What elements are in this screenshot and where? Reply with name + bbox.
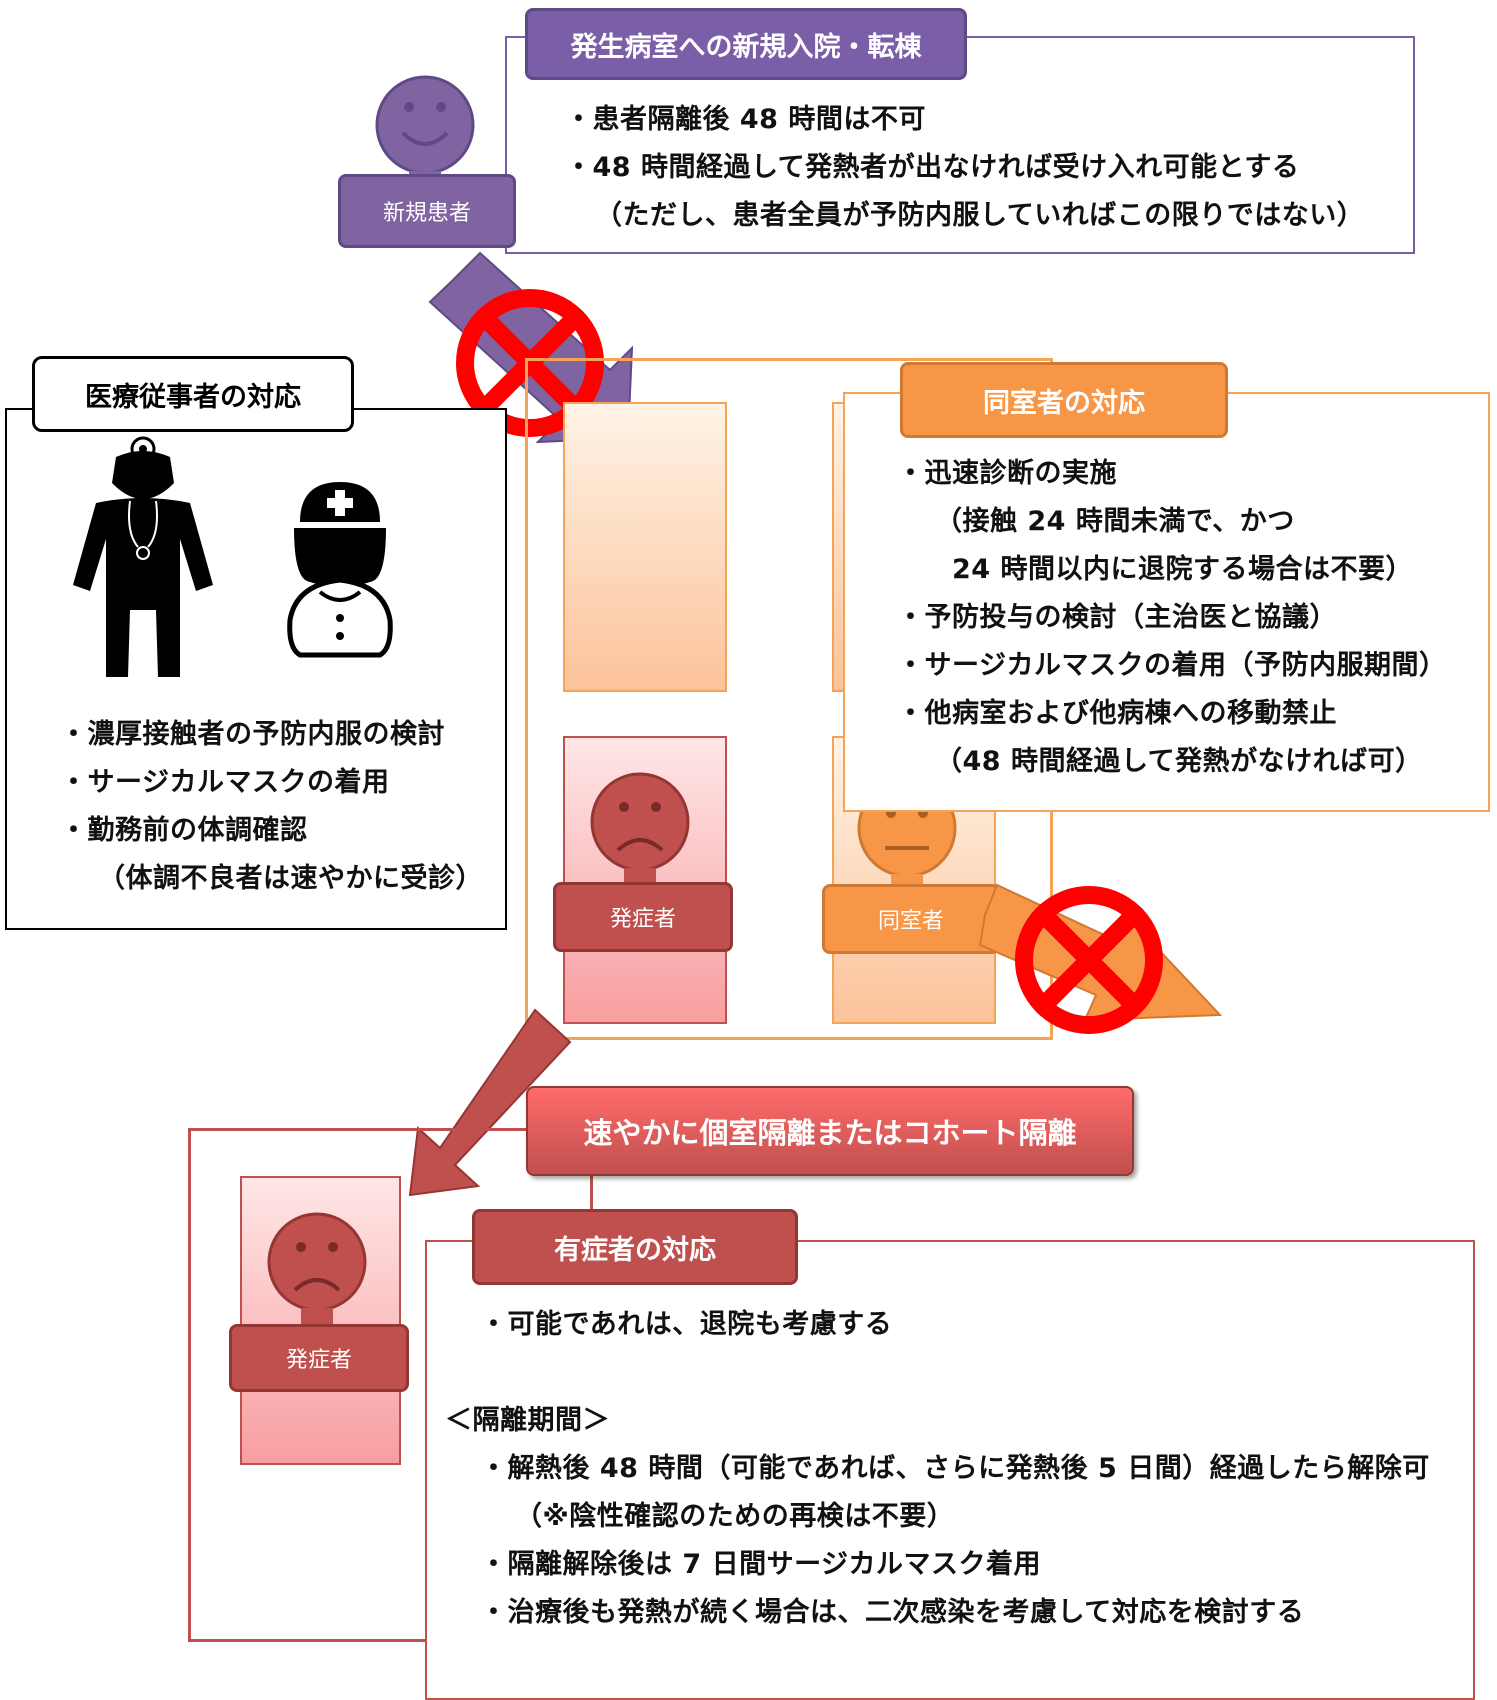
doctor-icon	[73, 436, 213, 677]
isolation-period-heading: ＜隔離期間＞	[445, 1405, 610, 1436]
isolated-patient-icon	[267, 1212, 367, 1326]
isolation-period-line-2: （※陰性確認のための再検は不要）	[515, 1501, 955, 1532]
roommate-response-line-7: （48 時間経過して発熱がなければ可）	[935, 746, 1423, 777]
roommate-response-line-1: ・迅速診断の実施	[897, 458, 1117, 489]
isolation-period-line-3: ・隔離解除後は 7 日間サージカルマスク着用	[480, 1549, 1042, 1580]
staff-line-1: ・濃厚接触者の予防内服の検討	[60, 719, 445, 750]
roommate-response-line-3: 24 時間以内に退院する場合は不要）	[952, 554, 1413, 585]
bed-empty	[563, 402, 727, 692]
roommate-response-line-2: （接触 24 時間未満で、かつ	[935, 506, 1295, 537]
roommate-response-line-5: ・サージカルマスクの着用（予防内服期間）	[897, 650, 1447, 681]
isolation-period-line-1: ・解熱後 48 時間（可能であれば、さらに発熱後 5 日間）経過したら解除可	[480, 1453, 1430, 1484]
staff-response-box	[5, 408, 507, 930]
isolated-patient-label: 発症者	[229, 1324, 409, 1392]
new-admission-line-2: ・48 時間経過して発熱者が出なければ受け入れ可能とする	[565, 152, 1300, 183]
roommate-label: 同室者	[822, 884, 1000, 954]
symptomatic-patient-icon	[590, 772, 690, 886]
isolation-period-line-4: ・治療後も発熱が続く場合は、二次感染を考慮して対応を検討する	[480, 1597, 1305, 1628]
no-entry-icon-move	[1015, 886, 1163, 1034]
symptomatic-response-box	[425, 1240, 1475, 1700]
roommate-response-title: 同室者の対応	[900, 362, 1228, 438]
no-entry-icon-admission	[456, 289, 604, 437]
new-admission-line-3: （ただし、患者全員が予防内服していればこの限りではない）	[595, 200, 1365, 231]
isolation-arrow	[408, 1008, 572, 1197]
roommate-response-line-6: ・他病室および他病棟への移動禁止	[897, 698, 1337, 729]
staff-response-title: 医療従事者の対応	[32, 356, 354, 432]
staff-line-4: （体調不良者は速やかに受診）	[98, 863, 483, 894]
staff-line-3: ・勤務前の体調確認	[60, 815, 308, 846]
staff-line-2: ・サージカルマスクの着用	[60, 767, 390, 798]
roommate-response-line-4: ・予防投与の検討（主治医と協議）	[897, 602, 1337, 633]
new-patient-icon	[375, 75, 475, 189]
new-admission-line-1: ・患者隔離後 48 時間は不可	[565, 104, 926, 135]
symptomatic-response-title: 有症者の対応	[472, 1209, 798, 1285]
nurse-icon	[287, 482, 393, 658]
symptomatic-response-line-1: ・可能であれは、退院も考慮する	[480, 1309, 893, 1340]
symptomatic-label: 発症者	[553, 882, 733, 952]
isolation-banner: 速やかに個室隔離またはコホート隔離	[526, 1086, 1134, 1176]
new-admission-title: 発生病室への新規入院・転棟	[525, 8, 967, 80]
new-patient-label: 新規患者	[338, 174, 516, 248]
